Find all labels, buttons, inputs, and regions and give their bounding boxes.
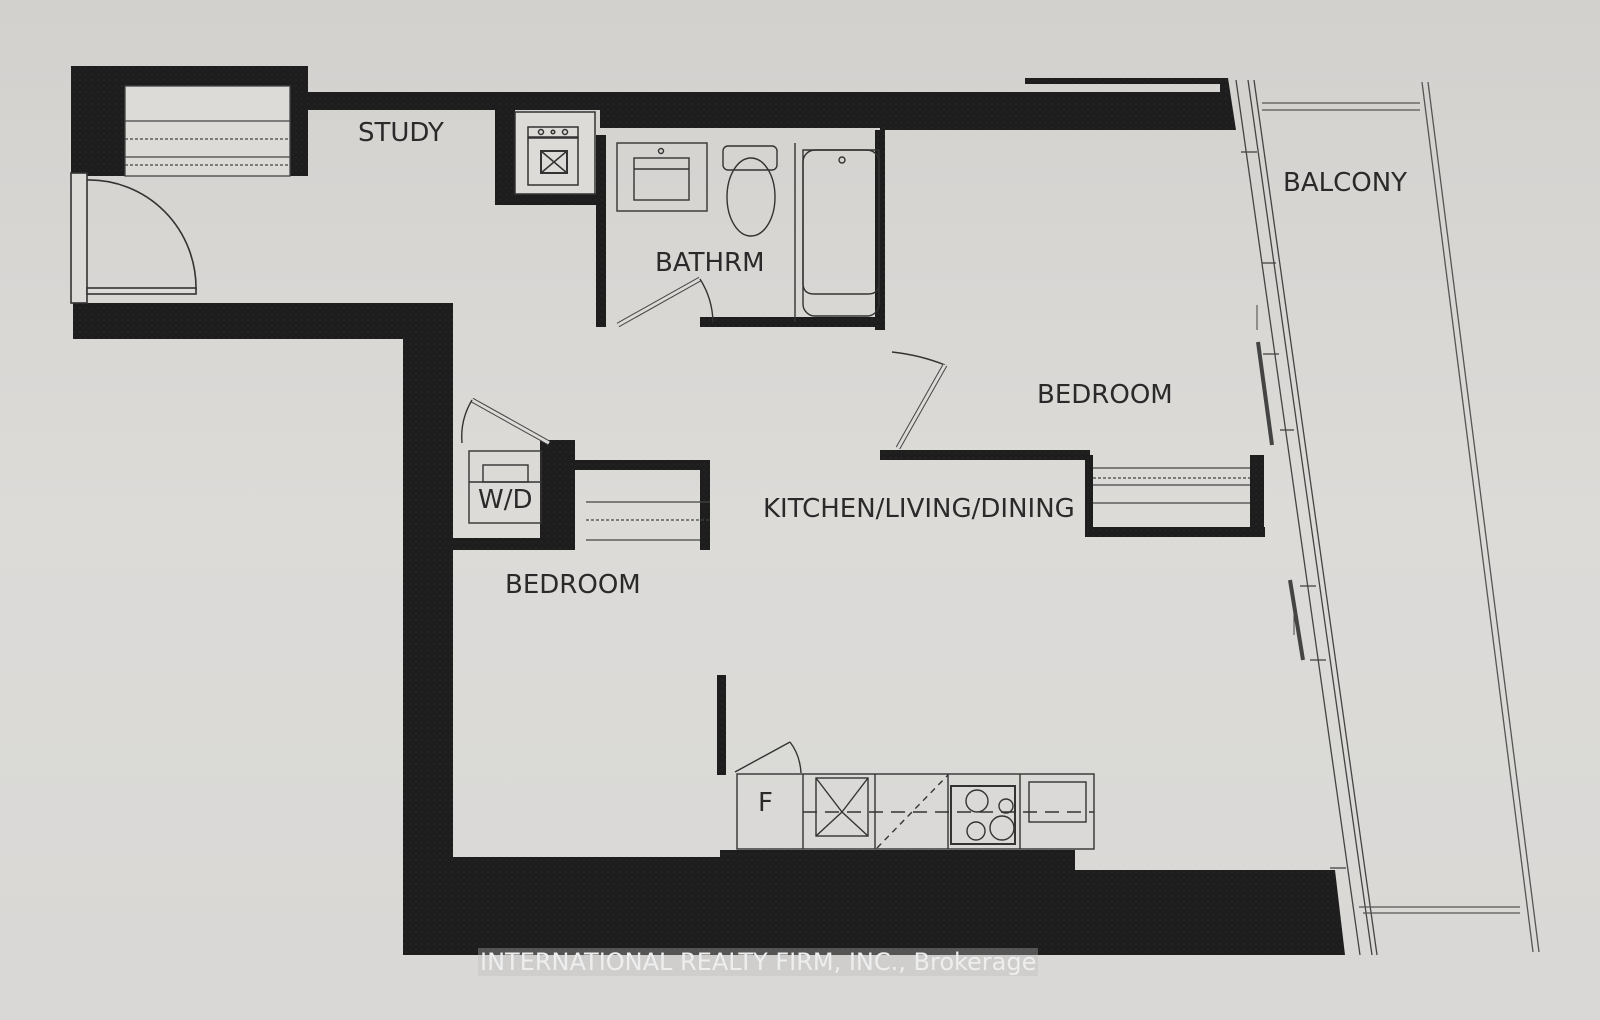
room-label-balcony: BALCONY	[1283, 168, 1408, 198]
bedroom-door	[891, 351, 948, 450]
fridge-label: F	[758, 788, 773, 818]
brokerage-watermark: INTERNATIONAL REALTY FIRM, INC., Brokera…	[478, 948, 1039, 976]
window-wall	[1235, 79, 1378, 956]
room-label-study: STUDY	[358, 118, 444, 148]
bedroom2-closet	[586, 501, 710, 541]
washer-dryer-icon	[461, 397, 551, 524]
balcony-railing	[1262, 81, 1540, 953]
room-label-bathroom: BATHRM	[655, 248, 765, 278]
room-label-washer-dryer: W/D	[478, 485, 533, 515]
bathroom-fixtures	[616, 142, 880, 328]
entry-door	[70, 172, 197, 304]
kitchen-counter	[734, 741, 1095, 850]
room-label-kitchen-living-dining: KITCHEN/LIVING/DINING	[763, 494, 1075, 524]
room-label-master-bedroom: BEDROOM	[1037, 380, 1173, 410]
walls	[71, 66, 1345, 955]
furnace-icon	[514, 111, 596, 195]
room-label-second-bedroom: BEDROOM	[505, 570, 641, 600]
living-closet	[1093, 467, 1250, 504]
entry-closet	[124, 85, 291, 177]
